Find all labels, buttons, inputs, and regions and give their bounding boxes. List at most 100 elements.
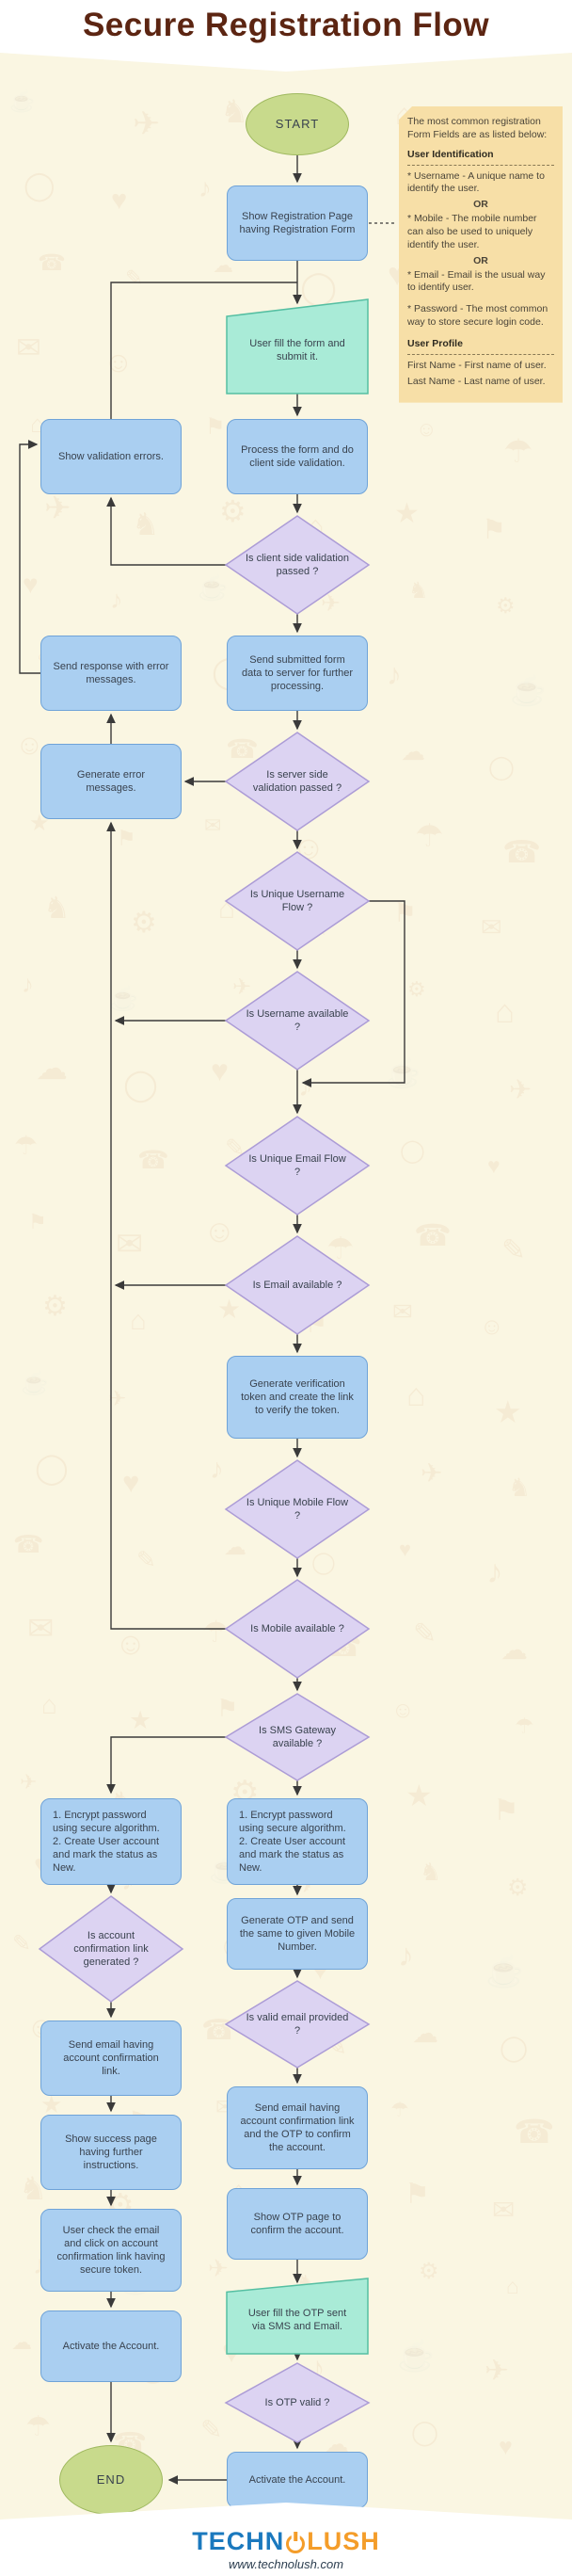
pattern-glyph: ✈ [509, 1075, 532, 1105]
pattern-glyph: ✈ [321, 590, 341, 617]
node-generate-verification-token: Generate verification token and create t… [227, 1356, 368, 1439]
footer-peak [0, 2503, 572, 2520]
page-title: Secure Registration Flow [82, 7, 490, 43]
node-generate-error-messages: Generate error messages. [40, 744, 182, 819]
node-start: START [246, 93, 349, 155]
pattern-glyph: ◯ [500, 2034, 529, 2062]
pattern-glyph: ⚙ [496, 593, 516, 618]
pattern-glyph: ✈ [20, 1770, 38, 1794]
pattern-glyph: ★ [217, 1295, 242, 1324]
pattern-glyph: ☁ [11, 2330, 32, 2354]
pattern-glyph: ☕ [9, 89, 36, 113]
pattern-glyph: ♪ [210, 1454, 224, 1485]
pattern-glyph: ♪ [398, 1938, 414, 1973]
pattern-glyph: ♪ [199, 173, 212, 202]
pattern-glyph: ☂ [14, 1131, 39, 1160]
pattern-glyph: ♥ [211, 1054, 229, 1087]
power-icon [286, 2534, 306, 2553]
pattern-glyph: ☂ [25, 2411, 51, 2442]
pattern-glyph: ☎ [38, 250, 66, 276]
node-process-form: Process the form and do client side vali… [227, 419, 368, 494]
pattern-glyph: ✈ [44, 491, 72, 526]
node-show-otp-page: Show OTP page to confirm the account. [227, 2188, 368, 2260]
pattern-glyph: ☁ [412, 2019, 438, 2048]
pattern-glyph: ✎ [125, 266, 144, 290]
pattern-glyph: ★ [494, 1394, 522, 1429]
logo-text-right: LUSH [307, 2527, 380, 2555]
node-encrypt-password-center: 1. Encrypt password using secure algorit… [227, 1798, 368, 1885]
pattern-glyph: ⚑ [28, 1210, 47, 1233]
note-last-name: Last Name - Last name of user. [407, 375, 546, 387]
node-confirmation-link-decision: Is account confirmation link generated ? [40, 1896, 183, 2002]
pattern-glyph: ⚙ [131, 906, 157, 939]
node-valid-email-decision: Is valid email provided ? [226, 1981, 369, 2068]
pattern-glyph: ⚙ [507, 1875, 529, 1901]
pattern-glyph: ✉ [481, 913, 502, 942]
node-user-fill-form: User fill the form and submit it. [227, 299, 368, 394]
node-show-registration-page: Show Registration Page having Registrati… [227, 185, 368, 261]
pattern-glyph: ♪ [387, 657, 402, 691]
pattern-glyph: ⚑ [493, 1794, 519, 1827]
node-user-fill-otp: User fill the OTP sent via SMS and Email… [227, 2278, 368, 2354]
edge-sendresponse-loop [19, 440, 40, 674]
node-mobile-available-decision: Is Mobile available ? [226, 1580, 369, 1678]
pattern-glyph: ◯ [400, 1138, 425, 1164]
pattern-glyph: ♪ [486, 1554, 503, 1590]
pattern-glyph: ⌂ [41, 1690, 57, 1719]
pattern-glyph: ☁ [224, 1535, 246, 1560]
form-fields-note: The most common registration Form Fields… [399, 106, 563, 403]
pattern-glyph: ✈ [485, 2354, 509, 2387]
note-password: * Password - The most common way to stor… [407, 303, 548, 329]
pattern-glyph: ☎ [414, 1218, 452, 1252]
node-otp-valid-decision: Is OTP valid ? [226, 2363, 369, 2442]
pattern-glyph: ☎ [137, 1146, 169, 1174]
pattern-glyph: ⌂ [130, 1306, 147, 1336]
pattern-glyph: ✎ [200, 2415, 223, 2444]
note-user-identification-title: User Identification [407, 148, 494, 160]
pattern-glyph: ♞ [220, 94, 249, 130]
edge-smsgateway-no [106, 1736, 226, 1795]
pattern-glyph: ★ [40, 2090, 63, 2118]
pattern-glyph: ☎ [13, 1530, 44, 1558]
node-show-success-page: Show success page having further instruc… [40, 2115, 182, 2190]
pattern-glyph: ☂ [415, 818, 444, 854]
node-show-validation-errors: Show validation errors. [40, 419, 182, 494]
pattern-glyph: ◯ [311, 1550, 336, 1574]
pattern-glyph: ♥ [487, 1153, 500, 1178]
dashed-divider [407, 353, 554, 355]
pattern-glyph: ♪ [110, 586, 123, 614]
pattern-glyph: ✉ [492, 2196, 516, 2226]
pattern-glyph: ✎ [225, 1134, 246, 1162]
pattern-glyph: ☺ [15, 730, 44, 761]
node-email-available-decision: Is Email available ? [226, 1236, 369, 1334]
pattern-glyph: ♞ [43, 891, 71, 925]
node-generate-otp: Generate OTP and send the same to given … [227, 1898, 368, 1970]
node-send-response-errors: Send response with error messages. [40, 636, 182, 711]
node-activate-account-left: Activate the Account. [40, 2310, 182, 2382]
pattern-glyph: ♞ [132, 507, 160, 541]
node-unique-mobile-decision: Is Unique Mobile Flow ? [226, 1460, 369, 1558]
pattern-glyph: ☺ [103, 346, 134, 378]
pattern-glyph: ◯ [35, 1451, 69, 1485]
node-user-check-email: User check the email and click on accoun… [40, 2209, 182, 2292]
pattern-glyph: ☁ [213, 253, 233, 277]
pattern-glyph: ☕ [397, 2339, 435, 2373]
pattern-glyph: ☁ [36, 1051, 68, 1087]
pattern-glyph: ♥ [111, 185, 128, 216]
pattern-glyph: ✈ [208, 2254, 229, 2282]
pattern-glyph: ♥ [23, 570, 39, 599]
technolush-logo: TECHN LUSH [0, 2527, 572, 2556]
footer-band: TECHN LUSH www.technolush.com [0, 2520, 572, 2576]
pattern-glyph: ☁ [401, 737, 425, 765]
note-mobile: * Mobile - The mobile number can also be… [407, 213, 537, 250]
pattern-glyph: ☂ [390, 2098, 409, 2121]
note-first-name: First Name - First name of user. [407, 359, 547, 371]
pattern-glyph: ◯ [123, 1067, 158, 1102]
note-or-2: OR [473, 254, 488, 266]
pattern-glyph: ✎ [136, 1547, 156, 1573]
pattern-glyph: ⚑ [205, 414, 226, 440]
pattern-glyph: ✎ [12, 1931, 32, 1956]
pattern-glyph: ☁ [500, 1635, 528, 1666]
pattern-glyph: ☺ [203, 1214, 236, 1249]
